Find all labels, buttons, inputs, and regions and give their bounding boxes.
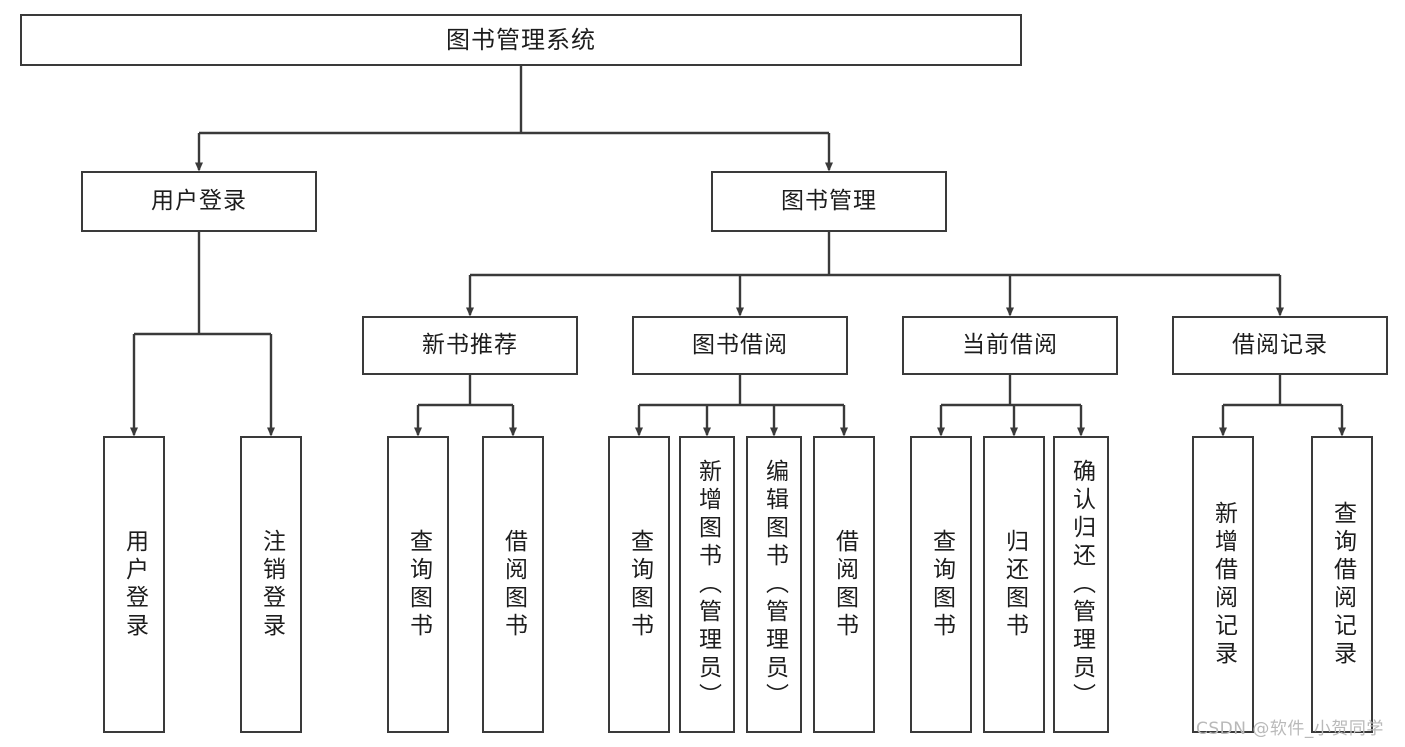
- node-borrow[interactable]: 图书借阅: [632, 316, 848, 375]
- node-leaf-newbook-borrow[interactable]: 借阅图书: [482, 436, 544, 733]
- node-login[interactable]: 用户登录: [81, 171, 317, 232]
- node-leaf-borrow-query[interactable]: 查询图书: [608, 436, 670, 733]
- node-current[interactable]: 当前借阅: [902, 316, 1118, 375]
- node-leaf-current-return[interactable]: 归还图书: [983, 436, 1045, 733]
- node-leaf-user-logout[interactable]: 注销登录: [240, 436, 302, 733]
- node-leaf-records-query[interactable]: 查询借阅记录: [1311, 436, 1373, 733]
- node-bookmgmt[interactable]: 图书管理: [711, 171, 947, 232]
- csdn-watermark: CSDN @软件_小贺同学: [1196, 719, 1384, 739]
- node-newbook[interactable]: 新书推荐: [362, 316, 578, 375]
- node-leaf-borrow-edit[interactable]: 编辑图书（管理员）: [746, 436, 802, 733]
- node-leaf-current-query[interactable]: 查询图书: [910, 436, 972, 733]
- node-leaf-records-add[interactable]: 新增借阅记录: [1192, 436, 1254, 733]
- node-leaf-newbook-query[interactable]: 查询图书: [387, 436, 449, 733]
- node-root[interactable]: 图书管理系统: [20, 14, 1022, 66]
- node-leaf-current-confirm[interactable]: 确认归还（管理员）: [1053, 436, 1109, 733]
- node-leaf-user-login[interactable]: 用户登录: [103, 436, 165, 733]
- node-leaf-borrow-lend[interactable]: 借阅图书: [813, 436, 875, 733]
- node-leaf-borrow-add[interactable]: 新增图书（管理员）: [679, 436, 735, 733]
- node-records[interactable]: 借阅记录: [1172, 316, 1388, 375]
